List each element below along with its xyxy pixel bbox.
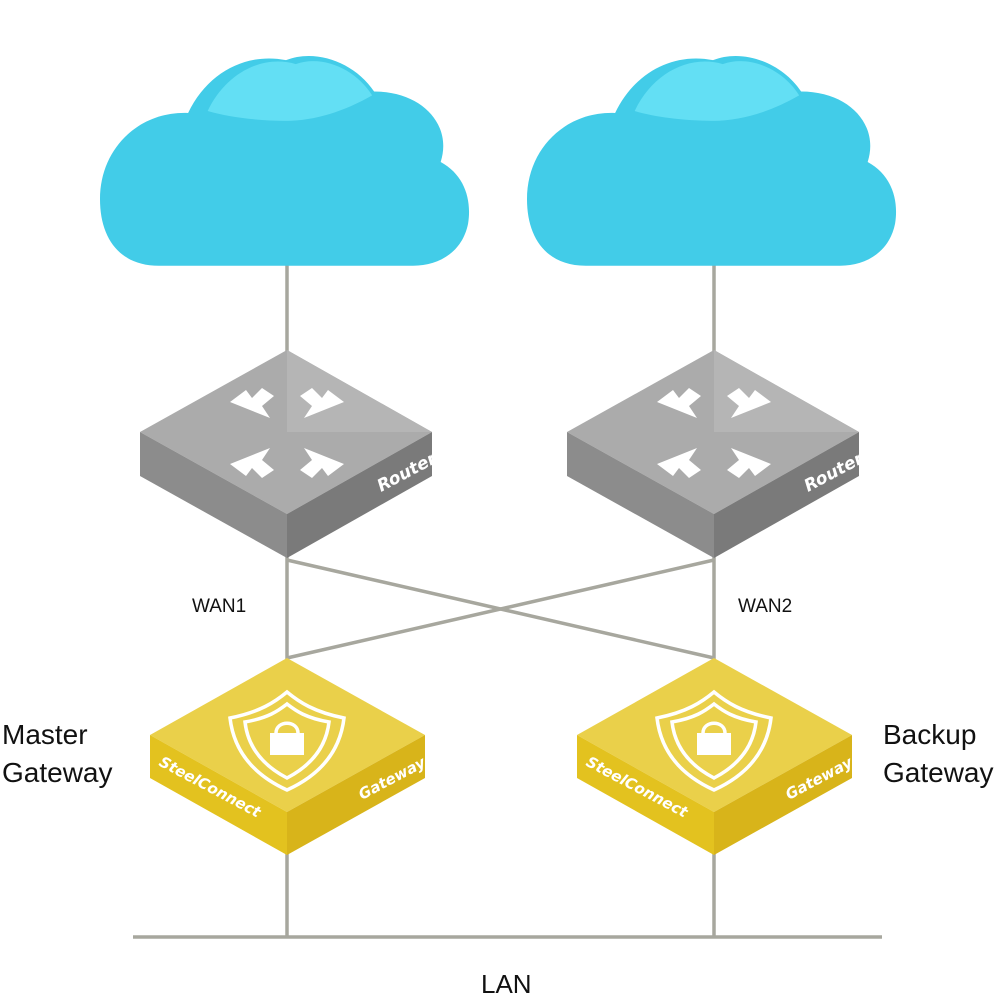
role-line-2: Gateway [2, 757, 113, 788]
backup-gateway: SteelConnect Gateway [577, 658, 856, 855]
wan1-label: WAN1 [192, 596, 247, 617]
role-line-2: Gateway [883, 757, 994, 788]
router-arrows-icon [657, 388, 771, 478]
cross-link-router2-master [286, 558, 715, 660]
role-line-1: Master [2, 719, 88, 750]
router-2: Router [567, 350, 868, 558]
master-gateway-role-label: Master Gateway [2, 716, 113, 792]
links [133, 265, 882, 939]
backup-gateway-role-label: Backup Gateway [883, 716, 994, 792]
master-gateway: SteelConnect Gateway [150, 658, 429, 855]
shield-lock-icon [228, 689, 346, 792]
shield-lock-icon [655, 689, 773, 792]
lan-label: LAN [481, 969, 532, 999]
wan2-label: WAN2 [738, 596, 793, 617]
role-line-1: Backup [883, 719, 977, 750]
router-1: Router [140, 350, 441, 558]
cloud-icon [100, 55, 470, 266]
cloud-icon [527, 55, 897, 266]
router-arrows-icon [230, 388, 344, 478]
